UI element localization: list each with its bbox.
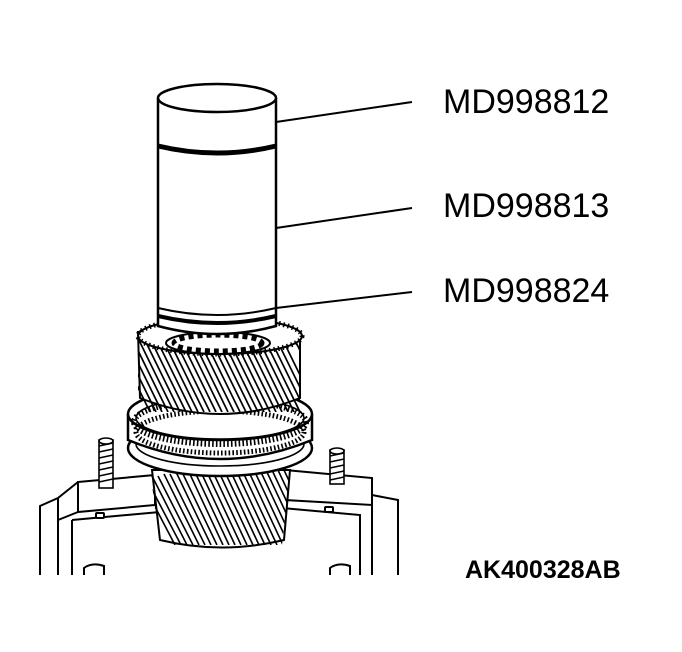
tool-stack: [156, 82, 278, 336]
right-stud: [329, 447, 345, 485]
leader-lines: [275, 101, 413, 309]
label-md998813: MD998813: [443, 187, 609, 225]
label-md998824: MD998824: [443, 272, 609, 310]
lower-helical-gear: [150, 469, 292, 549]
left-stud: [98, 437, 114, 489]
figure-id: AK400328AB: [465, 556, 621, 584]
label-md998812: MD998812: [443, 83, 609, 121]
